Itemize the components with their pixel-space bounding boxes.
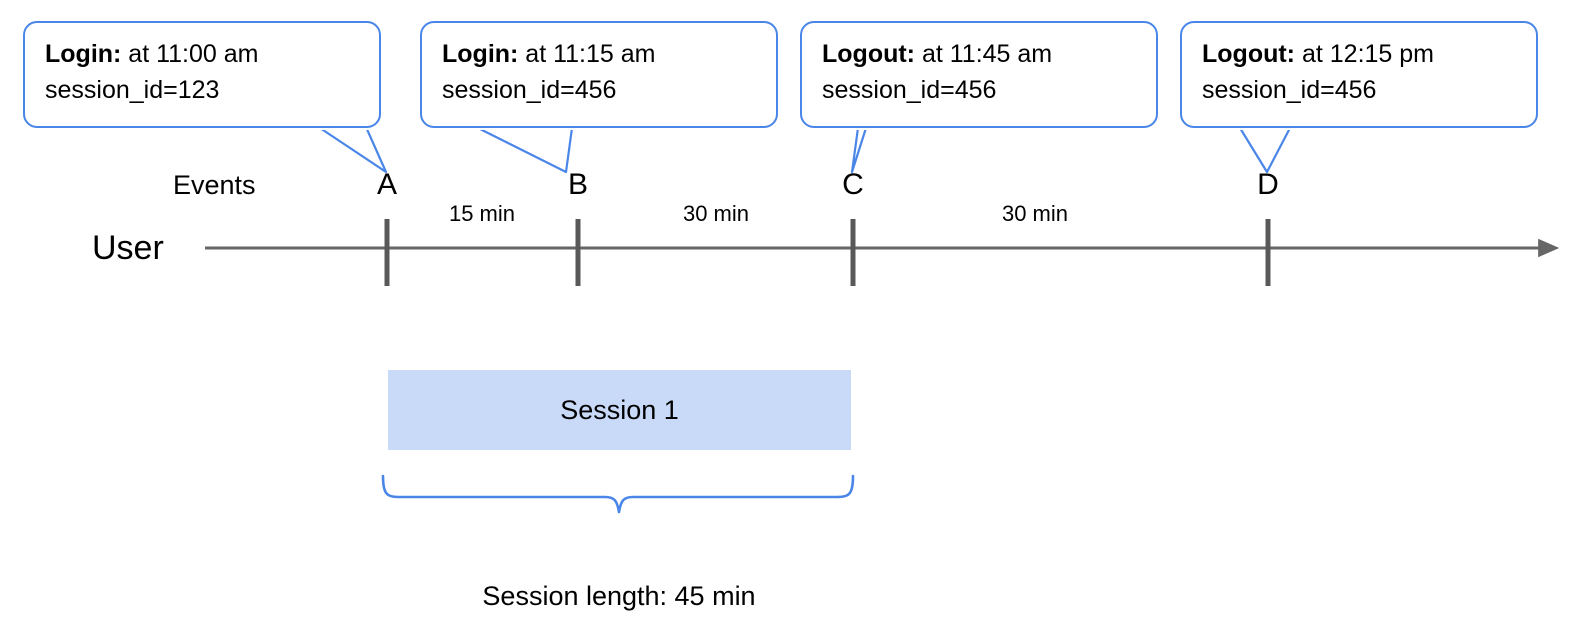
callout-box-a[interactable]: Login: at 11:00 am session_id=123: [23, 21, 381, 128]
callout-a-event-type: Login:: [45, 40, 122, 68]
callout-d-event-type: Logout:: [1202, 40, 1296, 68]
callout-c-line-1: Logout: at 11:45 am: [822, 37, 1138, 73]
callout-c-event-type: Logout:: [822, 40, 916, 68]
callout-d-line-1: Logout: at 12:15 pm: [1202, 37, 1518, 73]
callout-d-time: at 12:15 pm: [1295, 40, 1434, 68]
callout-b-line-2: session_id=456: [442, 75, 617, 104]
events-lane-label: Events: [173, 170, 256, 200]
callout-d-line-2: session_id=456: [1202, 75, 1377, 104]
session-bar-label: Session 1: [560, 394, 679, 425]
callout-tail-a: [318, 125, 388, 174]
interval-label-c-d: 30 min: [1001, 201, 1069, 226]
callout-box-d[interactable]: Logout: at 12:15 pm session_id=456: [1180, 21, 1538, 128]
callout-c-time: at 11:45 am: [915, 40, 1053, 68]
event-label-c[interactable]: C: [842, 168, 864, 201]
callout-a-line-1: Login: at 11:00 am: [45, 37, 361, 73]
callout-b-event-type: Login:: [442, 40, 519, 68]
event-label-b[interactable]: B: [567, 168, 589, 201]
callout-tail-d: [1238, 126, 1292, 174]
callout-b-line-1: Login: at 11:15 am: [442, 37, 758, 73]
interval-label-a-b: 15 min: [448, 201, 516, 226]
session-brace: [381, 474, 855, 514]
interval-label-b-c: 30 min: [682, 201, 750, 226]
callout-c-line-2: session_id=456: [822, 75, 997, 104]
callout-tail-b: [476, 126, 574, 174]
callout-b-time: at 11:15 am: [518, 40, 656, 68]
callout-box-c[interactable]: Logout: at 11:45 am session_id=456: [800, 21, 1158, 128]
user-lane-label: User: [92, 229, 164, 267]
event-label-d[interactable]: D: [1257, 168, 1279, 201]
event-label-a[interactable]: A: [376, 168, 398, 201]
callout-a-time: at 11:00 am: [121, 40, 259, 68]
callout-tail-c: [850, 126, 868, 174]
session-bar-session-1[interactable]: Session 1: [388, 370, 851, 450]
session-length-caption: Session length: 45 min: [482, 581, 756, 611]
callout-a-line-2: session_id=123: [45, 75, 220, 104]
callout-box-b[interactable]: Login: at 11:15 am session_id=456: [420, 21, 778, 128]
